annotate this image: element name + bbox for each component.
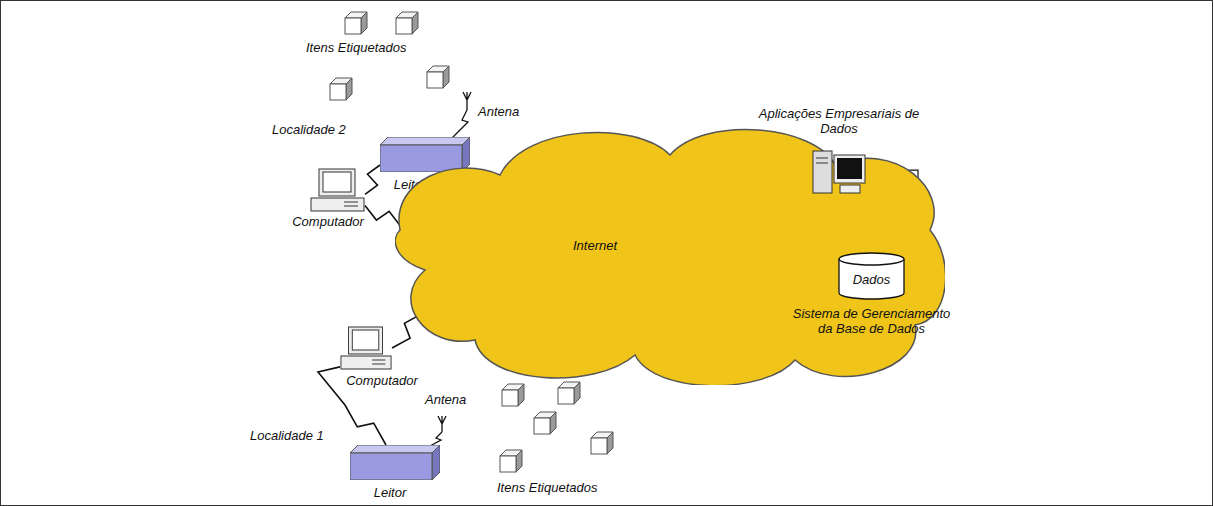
node-label: Sistema de Gerenciamento da Base de Dado… — [788, 306, 955, 336]
antenna-label: Antena — [425, 392, 466, 407]
node-label: Computador — [278, 214, 378, 229]
wireless-link — [365, 205, 401, 226]
computer-icon-shape — [340, 326, 392, 370]
items-label: Itens Etiquetados — [306, 40, 406, 55]
computer-icon: Computador — [310, 168, 365, 212]
wireless-link — [365, 165, 380, 194]
items-label: Itens Etiquetados — [497, 480, 597, 495]
node-label: Dados — [838, 272, 905, 287]
reader-device-shape — [350, 445, 440, 480]
antenna-label: Antena — [478, 104, 519, 119]
reader-device: Leitor — [380, 137, 470, 172]
computer-icon: Computador — [340, 326, 392, 370]
node-label: Aplicações Empresariais de Dados — [754, 106, 924, 136]
location-label: Localidade 1 — [250, 428, 324, 443]
node-label: Internet — [560, 238, 630, 253]
node-label: Computador — [332, 373, 432, 388]
reader-device: Leitor — [350, 445, 440, 480]
computer-icon-shape — [310, 168, 365, 212]
server-icon-shape — [812, 150, 866, 195]
server-icon: Aplicações Empresariais de Dados — [812, 150, 866, 195]
node-label: Leitor — [350, 485, 430, 500]
database-cylinder: DadosSistema de Gerenciamento da Base de… — [838, 252, 905, 300]
location-label: Localidade 2 — [272, 122, 346, 137]
reader-device-shape — [380, 137, 470, 172]
